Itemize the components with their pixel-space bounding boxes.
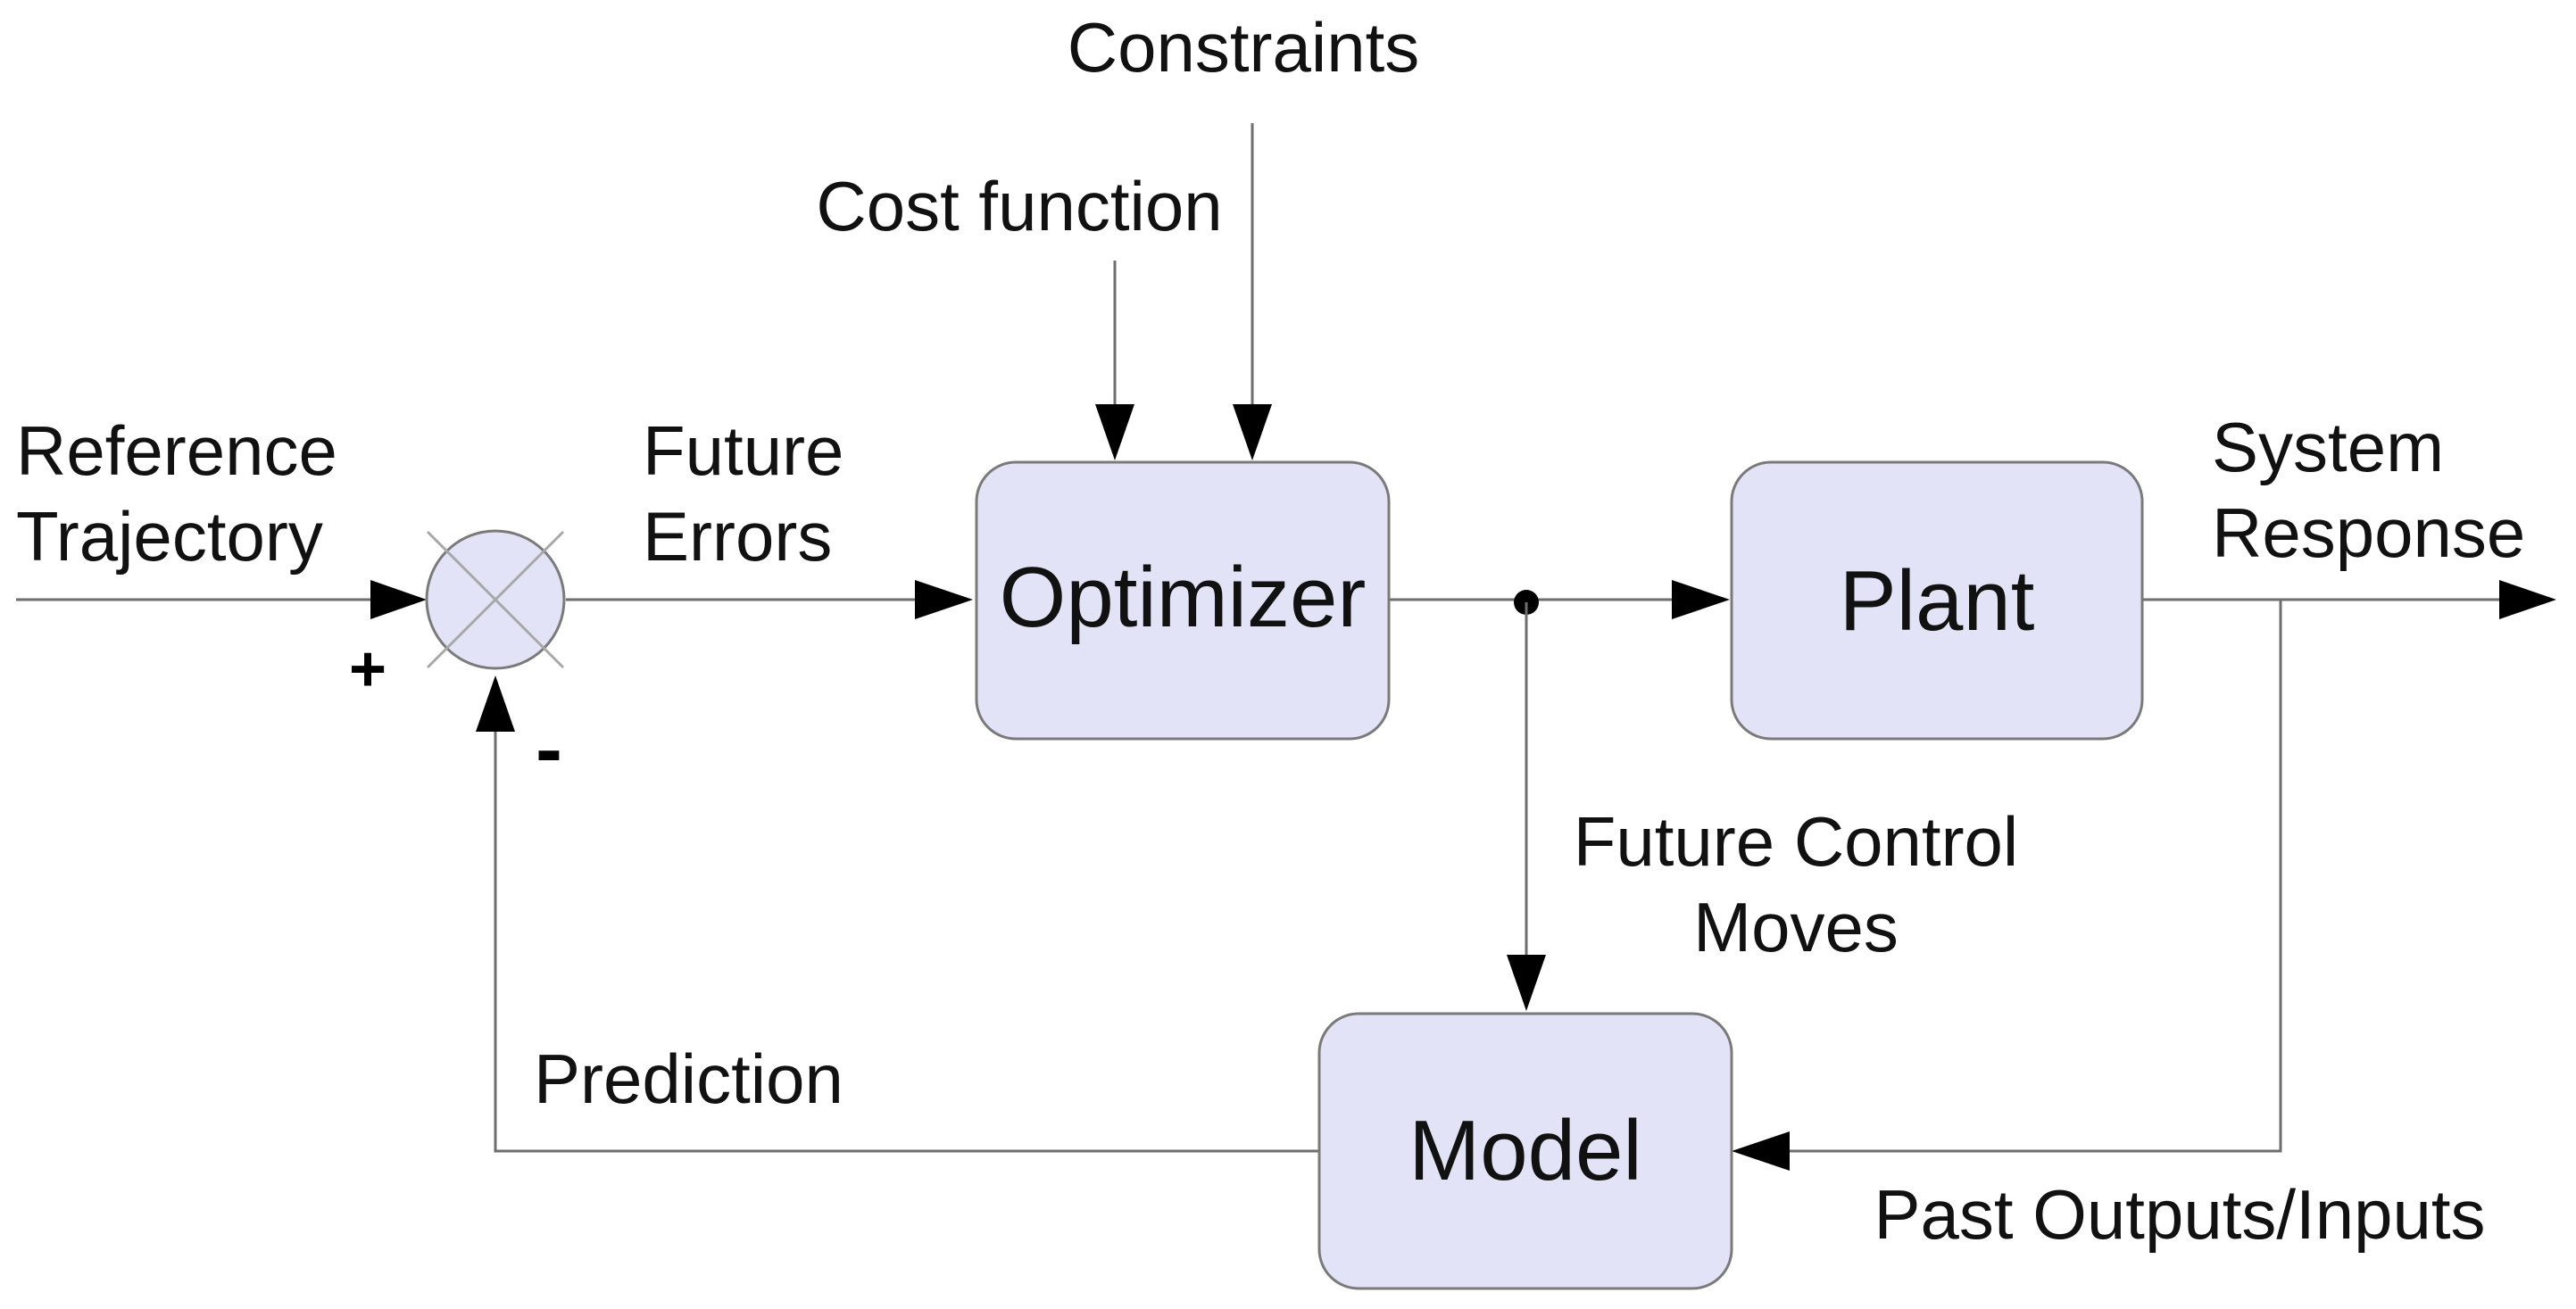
prediction-feedback-line [494,727,1319,1153]
future-errors-line2: Errors [643,497,832,576]
cost-function-arrowhead [1095,404,1134,460]
optimizer-label: Optimizer [1000,550,1367,645]
reference-arrowhead [370,580,427,619]
summing-junction [425,529,566,670]
plant-label: Plant [1840,553,2035,649]
model-block: Model [1317,1012,1733,1290]
model-label: Model [1408,1103,1641,1198]
plant-block: Plant [1730,460,2144,741]
future-control-moves-line1: Future Control [1574,802,2019,881]
reference-trajectory-line1: Reference [16,411,337,490]
past-outputs-arrowhead [1732,1131,1790,1171]
system-response-line2: Response [2212,493,2525,572]
minus-sign: - [536,705,562,794]
system-response-arrowhead [2499,580,2556,619]
future-control-moves-line2: Moves [1693,888,1899,966]
future-errors-line1: Future [643,411,843,490]
past-outputs-feedback-line [1785,600,2282,1153]
plus-sign: + [349,634,386,705]
prediction-label: Prediction [534,1040,843,1118]
constraints-label: Constraints [1068,8,1420,87]
constraints-arrowhead [1233,404,1272,460]
past-outputs-inputs-label: Past Outputs/Inputs [1874,1175,2485,1254]
plant-input-arrowhead [1672,580,1730,619]
cost-function-label: Cost function [816,167,1222,245]
system-response-line1: System [2212,408,2444,486]
reference-trajectory-line2: Trajectory [16,497,323,576]
prediction-arrowhead [476,675,515,732]
model-input-arrowhead [1507,955,1546,1011]
optimizer-block: Optimizer [975,460,1391,741]
future-errors-arrowhead [915,580,973,619]
